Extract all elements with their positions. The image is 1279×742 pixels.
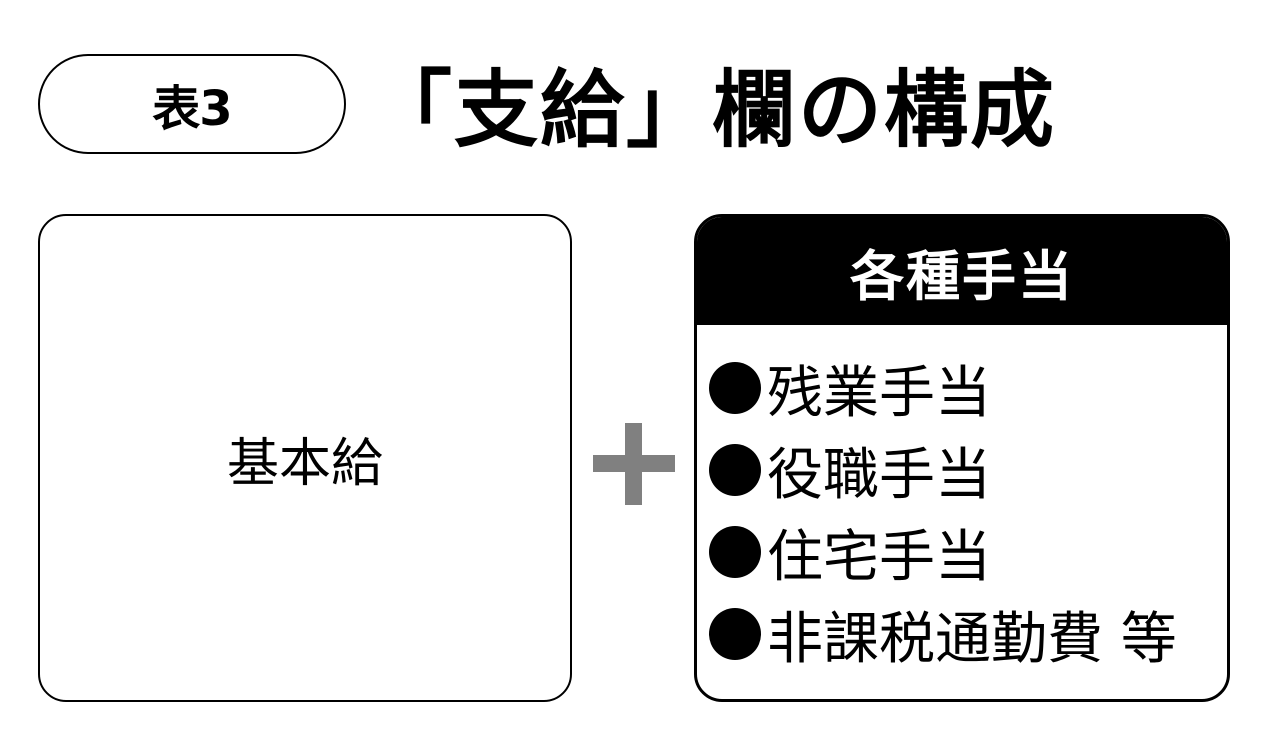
list-item-label: 非課税通勤費 等 [767, 606, 1177, 672]
plus-icon-vertical-bar [625, 423, 642, 505]
list-item: 住宅手当 [709, 511, 1227, 593]
list-item: 役職手当 [709, 429, 1227, 511]
list-item-label: 住宅手当 [767, 524, 991, 590]
list-item-label: 役職手当 [767, 442, 991, 508]
base-salary-box: 基本給 [38, 214, 572, 702]
plus-icon [593, 423, 675, 505]
list-item-label: 残業手当 [767, 360, 991, 426]
bullet-icon [709, 444, 761, 496]
allowances-box: 各種手当 残業手当 役職手当 住宅手当 非課税通勤費 等 [694, 214, 1230, 702]
bullet-icon [709, 362, 761, 414]
allowances-list: 残業手当 役職手当 住宅手当 非課税通勤費 等 [697, 325, 1227, 675]
page-title: 「支給」欄の構成 [368, 60, 1057, 159]
table-number-label: 表3 [152, 81, 232, 137]
table-number-badge: 表3 [38, 54, 346, 154]
bullet-icon [709, 526, 761, 578]
bullet-icon [709, 608, 761, 660]
allowances-header: 各種手当 [697, 217, 1227, 325]
allowances-title: 各種手当 [850, 244, 1074, 308]
list-item: 非課税通勤費 等 [709, 593, 1227, 675]
list-item: 残業手当 [709, 347, 1227, 429]
base-salary-label: 基本給 [226, 433, 383, 494]
